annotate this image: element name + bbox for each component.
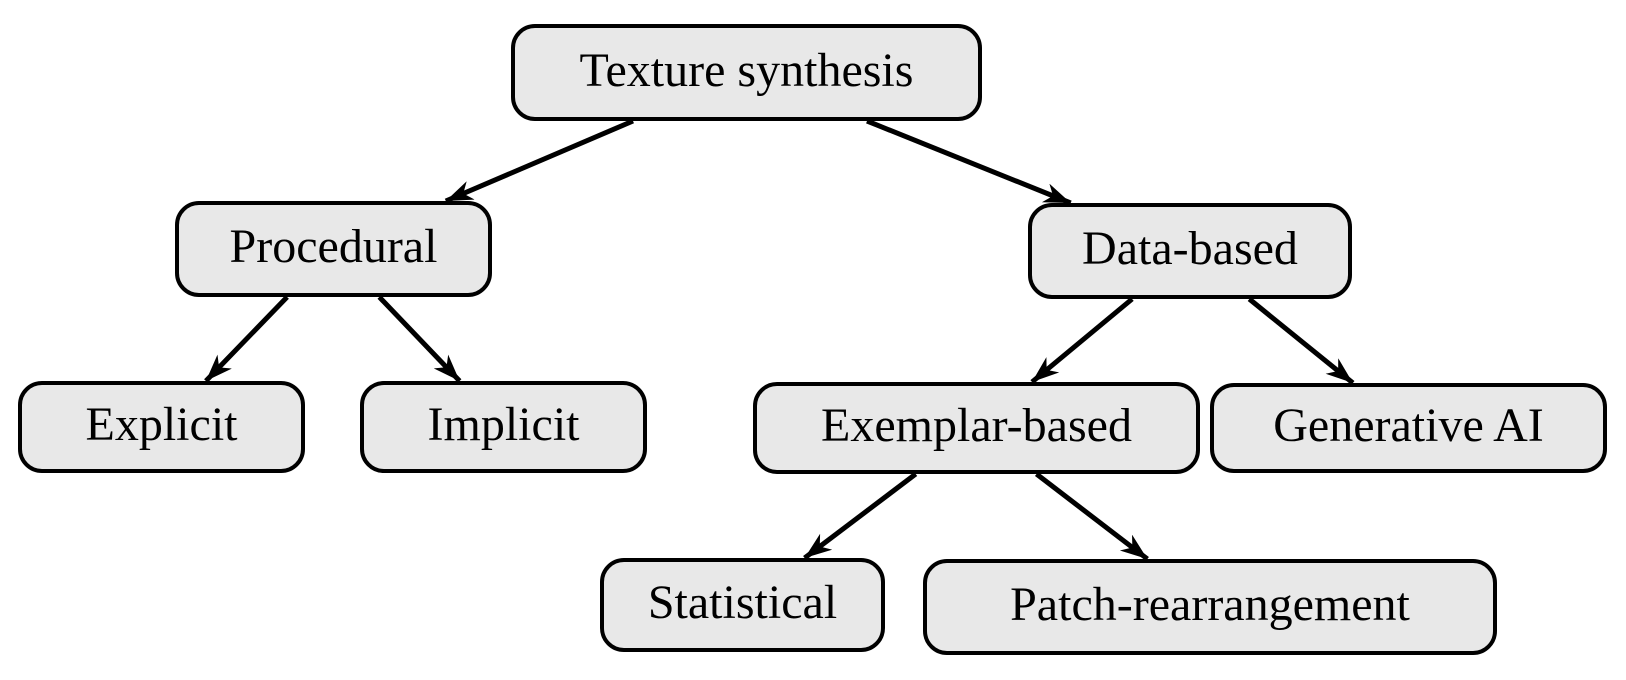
edge-procedural-to-implicit: [377, 295, 462, 383]
node-data-based-label: Data-based: [1082, 222, 1298, 275]
node-patch-rearrangement: Patch-rearrangement: [923, 559, 1497, 655]
node-implicit-label: Implicit: [427, 398, 580, 451]
node-texture-synthesis: Texture synthesis: [511, 24, 982, 121]
edge-data_based-to-exemplar_based: [1030, 297, 1134, 384]
node-generative-ai-label: Generative AI: [1273, 399, 1544, 452]
node-explicit: Explicit: [18, 381, 305, 473]
edge-exemplar_based-to-statistical: [803, 472, 918, 560]
node-exemplar-based: Exemplar-based: [753, 382, 1200, 474]
edge-texture_synthesis-to-procedural: [444, 118, 634, 204]
node-statistical-label: Statistical: [647, 576, 838, 629]
node-procedural: Procedural: [175, 201, 492, 297]
edge-data_based-to-generative_ai: [1247, 297, 1355, 385]
node-texture-synthesis-label: Texture synthesis: [579, 43, 914, 97]
node-patch-rearrangement-label: Patch-rearrangement: [1010, 578, 1410, 631]
node-data-based: Data-based: [1028, 203, 1352, 299]
node-generative-ai: Generative AI: [1210, 383, 1607, 473]
node-exemplar-based-label: Exemplar-based: [821, 399, 1132, 452]
edge-texture_synthesis-to-data_based: [866, 118, 1072, 206]
node-implicit: Implicit: [360, 381, 647, 473]
node-procedural-label: Procedural: [229, 220, 438, 273]
node-statistical: Statistical: [600, 558, 885, 652]
edge-exemplar_based-to-patch_rearrangement: [1034, 472, 1149, 561]
edge-procedural-to-explicit: [204, 295, 289, 383]
node-explicit-label: Explicit: [85, 398, 238, 451]
